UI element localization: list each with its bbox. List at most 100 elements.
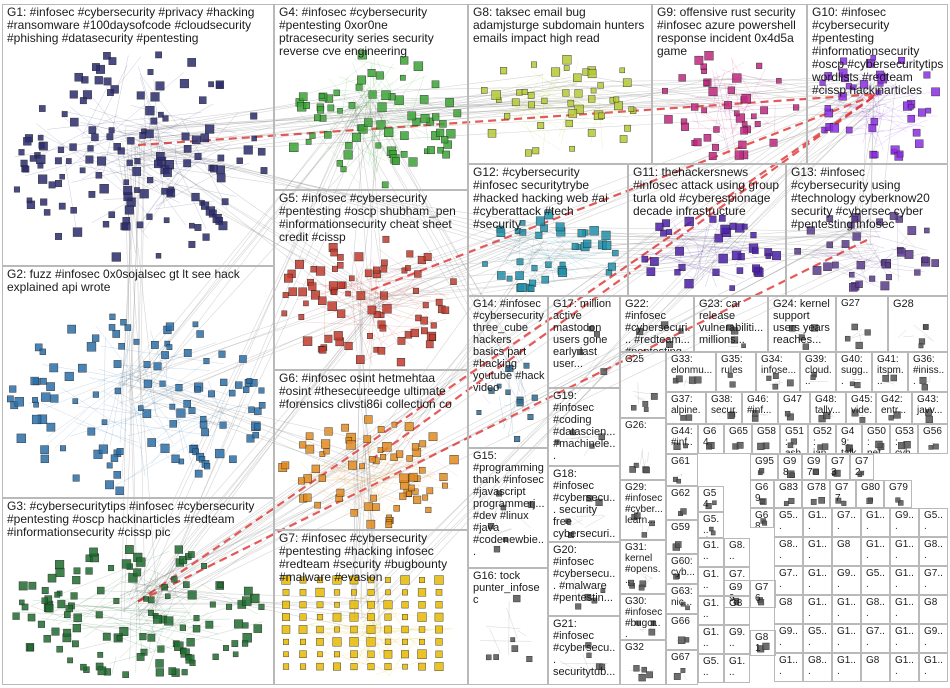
- small-group-label: G1...: [837, 626, 858, 648]
- small-group-cell: G8: [724, 596, 750, 625]
- small-group-cell: G1...: [698, 625, 724, 654]
- small-group-cell: G5...: [803, 624, 832, 653]
- group-cell-g44: G44: #inf...: [666, 424, 698, 454]
- group-label: G79: [889, 482, 909, 493]
- group-label: G42: entr...: [881, 394, 909, 416]
- group-cell-g6: G6: #infosec osint hetmehtaa #osint #the…: [274, 370, 468, 530]
- group-label: G39: cloud...: [805, 354, 833, 387]
- group-cell-g80: G80: [856, 480, 884, 508]
- group-label: G29: #infosec #cyber... learn...: [625, 482, 663, 526]
- small-group-label: G1...: [895, 597, 916, 619]
- group-label: G18: #infosec #cybersecu... security fre…: [553, 468, 617, 542]
- group-label: G56: [923, 426, 945, 437]
- group-cell-g20: G20: #infosec #cybersecu... #malware #pe…: [548, 542, 620, 616]
- small-group-label: G1...: [866, 510, 887, 532]
- group-label: G98: [783, 456, 799, 478]
- small-group-cell: G1...: [803, 595, 832, 624]
- small-group-label: G7...: [866, 626, 887, 648]
- group-label: G48: tally...: [815, 394, 843, 416]
- group-label: G66: [671, 616, 695, 627]
- group-label: G81: [755, 632, 773, 654]
- small-group-label: G8...: [924, 539, 945, 561]
- small-group-cell: G9...: [890, 508, 919, 537]
- group-label: G2: fuzz #infosec 0x0sojalsec gt lt see …: [7, 268, 271, 294]
- group-cell-g21: G21: #infosec #cybersecu... securitytub.…: [548, 616, 620, 685]
- group-cell-g7: G7: #infosec #cybersecurity #pentesting …: [274, 530, 468, 685]
- small-group-label: G1...: [808, 597, 829, 619]
- small-group-cell: G7...: [861, 624, 890, 653]
- small-group-cell: G5...: [774, 508, 803, 537]
- group-cell-g83: G83: [774, 480, 802, 508]
- group-label: G22: #infosec #cybersecuri... #redteam..…: [625, 298, 691, 352]
- group-cell-g77: G77: [830, 480, 856, 508]
- small-group-cell: G9...: [724, 625, 750, 654]
- small-group-cell: G9...: [774, 624, 803, 653]
- group-cell-g36: G36: #iniss...: [908, 352, 948, 392]
- group-label: G41: itspm...: [877, 354, 905, 387]
- small-group-label: G9...: [895, 510, 916, 532]
- group-label: G12: #cybersecurity #infosec securitytry…: [473, 166, 625, 231]
- group-cell-g10: G10: #infosec #cybersecurity #pentesting…: [807, 4, 948, 164]
- group-cell-g47: G47: [778, 392, 810, 424]
- small-group-label: G1...: [895, 626, 916, 648]
- small-group-cell: G8...: [803, 653, 832, 682]
- group-label: G67: [671, 652, 695, 663]
- group-cell-g67: G67: [666, 650, 698, 685]
- small-group-label: G9...: [779, 626, 800, 648]
- group-label: G23: car release vulnerabiliti... millio…: [699, 298, 765, 346]
- group-label: G49: talk...: [841, 426, 859, 454]
- group-label: G95: [755, 456, 775, 467]
- group-label: G33: elonmu...: [671, 354, 713, 376]
- group-label: G59: [671, 522, 695, 533]
- group-label: G26:: [625, 420, 663, 431]
- group-label: G83: [779, 482, 799, 493]
- group-cell-g3: G3: #cybersecuritytips #infosec #cyberse…: [2, 498, 274, 685]
- small-group-cell: G1...: [774, 653, 803, 682]
- group-label: G68: [755, 510, 771, 528]
- small-group-label: G9...: [729, 627, 747, 649]
- small-group-label: G5...: [779, 510, 800, 532]
- group-cell-g8: G8: taksec email bug adamjsturge subdoma…: [468, 4, 652, 164]
- group-cell-g17: G17: million active mastodon users gone …: [548, 296, 620, 388]
- small-group-label: G5...: [808, 626, 829, 648]
- group-cell-g50: G50: pet...: [862, 424, 890, 454]
- group-label: G61: [671, 456, 695, 467]
- small-group-label: G5...: [924, 510, 945, 532]
- small-group-cell: G7...: [774, 566, 803, 595]
- small-group-cell: G1...: [890, 595, 919, 624]
- group-cell-g31: G31: kernel #opens...: [620, 540, 666, 594]
- group-cell-g54: G54: [698, 486, 724, 512]
- small-group-cell: G1...: [861, 508, 890, 537]
- group-label: G5... tha...: [703, 514, 721, 538]
- small-group-label: G1...: [703, 569, 721, 591]
- small-group-label: G8: [779, 597, 800, 608]
- small-group-label: G1...: [808, 539, 829, 561]
- group-label: G51: ash...: [785, 426, 805, 454]
- group-cell-g81: G81: [750, 630, 776, 656]
- group-label: G60: cyb...: [671, 556, 695, 578]
- group-label: G20: #infosec #cybersecu... #malware #pe…: [553, 544, 617, 604]
- small-group-label: G1...: [837, 597, 858, 619]
- group-cell-g33: G33: elonmu...: [666, 352, 716, 392]
- group-label: G45: vide...: [851, 394, 873, 424]
- group-cell-g72: G72: [850, 454, 874, 480]
- small-group-cell: G8: [861, 653, 890, 682]
- group-cell-g53: G53: cyb...: [890, 424, 918, 454]
- group-cell-g40: G40: sugg...: [836, 352, 872, 392]
- group-label: G69: [755, 482, 771, 504]
- group-cell-g46: G46: #inf...: [742, 392, 778, 424]
- group-label: G97: [807, 456, 823, 478]
- group-cell-g78: G78: [802, 480, 830, 508]
- group-cell-g11: G11: thehackersnews #infosec attack usin…: [628, 164, 786, 296]
- group-label: G76: [755, 582, 773, 604]
- group-label: G40: sugg...: [841, 354, 869, 387]
- small-group-cell: G1...: [861, 537, 890, 566]
- group-cell-g62: G62: [666, 486, 698, 520]
- small-group-cell: G1...: [698, 596, 724, 625]
- small-group-label: G8...: [866, 597, 887, 619]
- group-label: G11: thehackersnews #infosec attack usin…: [633, 166, 783, 218]
- small-group-label: G1...: [895, 568, 916, 590]
- group-cell-g95: G95: [750, 454, 778, 480]
- small-group-cell: G5...: [919, 508, 948, 537]
- group-label: G32: [625, 642, 663, 653]
